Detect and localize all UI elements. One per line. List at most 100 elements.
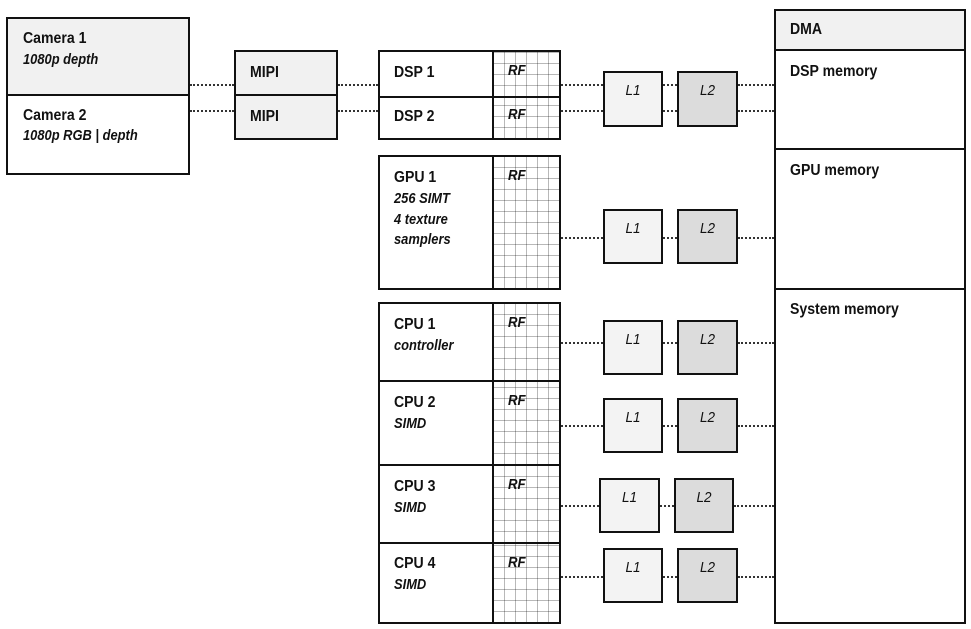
gpu-l2-cache: L2 (677, 209, 738, 264)
dsp-2-label: DSP 2 (394, 108, 435, 125)
mipi-1-block: MIPI (234, 50, 338, 96)
connector-dsp1-l1 (561, 84, 603, 86)
gpu-1-rf-label: RF (508, 167, 526, 184)
camera-1-spec: 1080p depth (23, 51, 99, 68)
connector-cpu1-l1-l2 (663, 342, 677, 344)
cpu-2-spec: SIMD (394, 415, 427, 432)
gpu-1-register-file: RF (492, 155, 561, 290)
camera-1-label: Camera 1 (23, 30, 87, 47)
dsp-memory-label: DSP memory (790, 63, 878, 80)
gpu-memory-label: GPU memory (790, 162, 880, 179)
connector-dsp-l2-mem-b (738, 110, 774, 112)
dsp-1-register-file: RF (492, 50, 561, 98)
cpu-1-register-file: RF (492, 302, 561, 382)
connector-mipi2-dsp2 (338, 110, 378, 112)
connector-cpu4-l2-mem (738, 576, 774, 578)
connector-cpu2-l1 (561, 425, 603, 427)
connector-cpu4-l1 (561, 576, 603, 578)
connector-mipi1-dsp1 (338, 84, 378, 86)
gpu-l2-label: L2 (699, 220, 716, 237)
dsp-2-rf-label: RF (508, 106, 526, 123)
mipi-2-label: MIPI (250, 108, 279, 125)
dsp-1-rf-label: RF (508, 62, 526, 79)
mipi-1-label: MIPI (250, 64, 279, 81)
cpu-2-label: CPU 2 (394, 394, 436, 411)
camera-2-block: Camera 2 1080p RGB | depth (6, 94, 190, 175)
cpu-1-block: CPU 1 controller (378, 302, 494, 382)
gpu-l1-cache: L1 (603, 209, 663, 264)
connector-cpu1-l1 (561, 342, 603, 344)
cpu-2-l1-cache: L1 (603, 398, 663, 453)
cpu-4-block: CPU 4 SIMD (378, 542, 494, 624)
camera-2-spec: 1080p RGB | depth (23, 127, 138, 144)
cpu-4-l2-label: L2 (699, 559, 716, 576)
cpu-3-l2-cache: L2 (674, 478, 734, 533)
cpu-2-l2-cache: L2 (677, 398, 738, 453)
cpu-4-spec: SIMD (394, 576, 427, 593)
connector-camera1-mipi (190, 84, 234, 86)
cpu-3-register-file: RF (492, 464, 561, 544)
gpu-1-block: GPU 1 256 SIMT 4 texture samplers (378, 155, 494, 290)
cpu-4-l1-label: L1 (625, 559, 641, 576)
connector-cpu3-l1 (561, 505, 599, 507)
connector-cpu1-l2-mem (738, 342, 774, 344)
connector-gpu-l1-l2 (663, 237, 677, 239)
connector-cpu3-l2-mem (734, 505, 774, 507)
dsp-1-block: DSP 1 (378, 50, 494, 98)
cpu-1-label: CPU 1 (394, 316, 436, 333)
cpu-1-spec: controller (394, 337, 454, 354)
connector-gpu-l2-mem (738, 237, 774, 239)
gpu-l1-label: L1 (625, 220, 641, 237)
dsp-1-label: DSP 1 (394, 64, 435, 81)
cpu-4-rf-label: RF (508, 554, 526, 571)
cpu-3-spec: SIMD (394, 499, 427, 516)
cpu-3-l2-label: L2 (696, 489, 712, 506)
camera-2-label: Camera 2 (23, 107, 87, 124)
connector-dsp-l2-mem-a (738, 84, 774, 86)
cpu-4-register-file: RF (492, 542, 561, 624)
gpu-1-spec: 256 SIMT 4 texture samplers (394, 190, 451, 248)
dsp-l1-label: L1 (625, 82, 641, 99)
cpu-3-l1-label: L1 (621, 489, 638, 506)
cpu-4-l2-cache: L2 (677, 548, 738, 603)
connector-dsp-l1-l2-b (663, 110, 677, 112)
connector-cpu2-l2-mem (738, 425, 774, 427)
connector-dsp2-l1 (561, 110, 603, 112)
cpu-1-l1-cache: L1 (603, 320, 663, 375)
dsp-memory-block: DSP memory (774, 49, 966, 150)
connector-gpu-l1 (561, 237, 603, 239)
cpu-4-label: CPU 4 (394, 555, 436, 572)
connector-cpu4-l1-l2 (663, 576, 677, 578)
dsp-l2-label: L2 (699, 82, 716, 99)
cpu-1-l1-label: L1 (625, 331, 641, 348)
cpu-2-l1-label: L1 (625, 409, 641, 426)
dsp-2-register-file: RF (492, 96, 561, 140)
cpu-3-rf-label: RF (508, 476, 526, 493)
cpu-3-l1-cache: L1 (599, 478, 660, 533)
cpu-2-register-file: RF (492, 380, 561, 466)
cpu-3-block: CPU 3 SIMD (378, 464, 494, 544)
dsp-l1-cache: L1 (603, 71, 663, 127)
camera-1-block: Camera 1 1080p depth (6, 17, 190, 96)
cpu-3-label: CPU 3 (394, 478, 436, 495)
system-memory-block: System memory (774, 288, 966, 624)
cpu-1-rf-label: RF (508, 314, 526, 331)
cpu-4-l1-cache: L1 (603, 548, 663, 603)
cpu-2-block: CPU 2 SIMD (378, 380, 494, 466)
dma-label: DMA (790, 21, 823, 38)
system-memory-label: System memory (790, 301, 899, 318)
cpu-1-l2-label: L2 (699, 331, 716, 348)
cpu-2-l2-label: L2 (699, 409, 716, 426)
dsp-2-block: DSP 2 (378, 96, 494, 140)
gpu-memory-block: GPU memory (774, 148, 966, 290)
dma-block: DMA (774, 9, 966, 51)
connector-cpu2-l1-l2 (663, 425, 677, 427)
mipi-2-block: MIPI (234, 94, 338, 140)
dsp-l2-cache: L2 (677, 71, 738, 127)
cpu-1-l2-cache: L2 (677, 320, 738, 375)
connector-cpu3-l1-l2 (660, 505, 674, 507)
connector-dsp-l1-l2-a (663, 84, 677, 86)
cpu-2-rf-label: RF (508, 392, 526, 409)
connector-camera2-mipi (190, 110, 234, 112)
